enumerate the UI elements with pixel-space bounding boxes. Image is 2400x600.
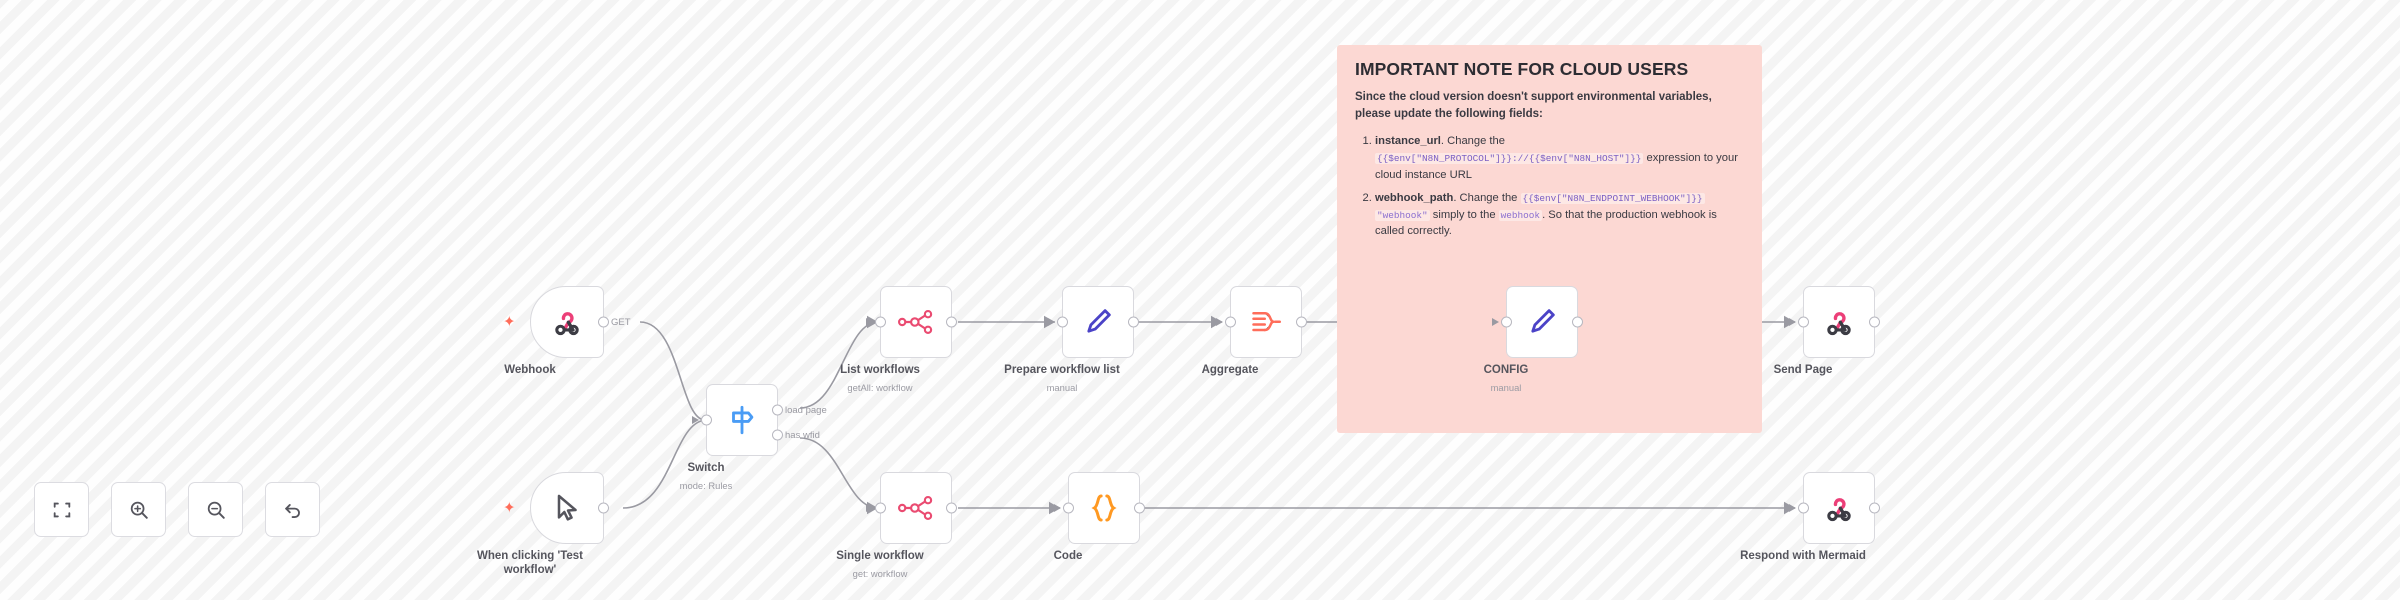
node-box[interactable] (1789, 286, 1880, 358)
input-arrow-icon (1216, 318, 1223, 326)
sticky-note-intro: Since the cloud version doesn't support … (1355, 91, 1712, 120)
node-box[interactable] (1054, 472, 1145, 544)
sticky-note[interactable]: IMPORTANT NOTE FOR CLOUD USERS Since the… (1337, 45, 1762, 433)
input-endpoint[interactable] (875, 502, 886, 514)
canvas-toolbar (34, 482, 320, 537)
input-endpoint[interactable] (1798, 316, 1809, 328)
input-endpoint[interactable] (1501, 316, 1512, 328)
output-label-load-page: load page (785, 404, 827, 416)
output-endpoint[interactable]: GET (598, 316, 631, 328)
zoom-in-icon (130, 501, 148, 519)
n8n-api-icon (898, 496, 933, 520)
sticky-note-list: instance_url. Change the {{$env["N8N_PRO… (1375, 133, 1744, 240)
zoom-to-fit-button[interactable] (34, 482, 89, 537)
node-label: List workflows (840, 364, 920, 376)
output-endpoint[interactable] (1134, 502, 1145, 514)
output-endpoint[interactable] (1869, 316, 1880, 328)
webhook-icon (1827, 498, 1851, 522)
node-subtitle: manual (1490, 382, 1522, 393)
output-endpoint[interactable] (1296, 316, 1307, 328)
node-label: Aggregate (1201, 364, 1259, 376)
text-after: . So that the production webhook is call… (1375, 208, 1717, 238)
input-arrow-icon (866, 504, 873, 512)
node-label: Webhook (504, 364, 556, 376)
node-box[interactable] (1789, 472, 1880, 544)
code-expression: {{$env["N8N_ENDPOINT_WEBHOOK"]}} (1520, 192, 1705, 204)
node-box[interactable]: load page has wfid (692, 384, 827, 456)
node-subtitle: getAll: workflow (847, 382, 913, 393)
output-label-get: GET (611, 316, 631, 328)
output-endpoint[interactable] (1128, 316, 1139, 328)
output-endpoint[interactable] (946, 502, 957, 514)
node-label: Prepare workflow list (1004, 364, 1120, 376)
node-label: Switch (687, 462, 725, 474)
input-arrow-icon (1789, 504, 1796, 512)
sticky-note-title: IMPORTANT NOTE FOR CLOUD USERS (1355, 59, 1689, 79)
n8n-api-icon (898, 310, 933, 334)
text-before: . Change the (1440, 135, 1505, 148)
fit-screen-icon (53, 502, 70, 517)
input-arrow-icon (1492, 318, 1499, 326)
code-expression: {{$env["N8N_PROTOCOL"]}}://{{$env["N8N_H… (1375, 153, 1644, 165)
cursor-icon (557, 494, 577, 521)
node-label: Code (1053, 550, 1083, 562)
node-box[interactable] (1048, 286, 1139, 358)
input-arrow-icon (692, 416, 699, 424)
zoom-out-button[interactable] (188, 482, 243, 537)
reset-zoom-button[interactable] (265, 482, 320, 537)
code-literal: "webhook" (1375, 209, 1430, 221)
field-name-webhook-path: webhook_path (1375, 191, 1454, 204)
output-endpoint[interactable] (1572, 316, 1583, 328)
output-endpoint[interactable] (946, 316, 957, 328)
list-item: webhook_path. Change the {{$env["N8N_END… (1375, 190, 1744, 240)
curly-braces-icon (1091, 494, 1117, 522)
text-after: expression to your cloud instance URL (1375, 152, 1738, 181)
node-box[interactable]: ✦ (503, 472, 609, 544)
list-item: instance_url. Change the {{$env["N8N_PRO… (1375, 133, 1744, 183)
node-box[interactable]: ✦ GET (503, 286, 631, 358)
pencil-icon (1531, 309, 1555, 333)
input-arrow-icon (1048, 318, 1055, 326)
zoom-out-icon (207, 501, 225, 519)
webhook-icon (555, 312, 579, 336)
input-endpoint[interactable] (1057, 316, 1068, 328)
signpost-icon (732, 405, 754, 435)
node-box[interactable] (866, 286, 957, 358)
input-endpoint[interactable] (701, 414, 712, 426)
input-endpoint[interactable] (1063, 502, 1074, 514)
node-label: Send Page (1773, 364, 1833, 376)
node-label: CONFIG (1483, 364, 1529, 376)
undo-arrow-icon (284, 503, 300, 518)
input-arrow-icon (1054, 504, 1061, 512)
input-endpoint[interactable] (875, 316, 886, 328)
aggregate-icon (1252, 312, 1281, 332)
input-endpoint[interactable] (1798, 502, 1809, 514)
input-arrow-icon (866, 318, 873, 326)
node-label: When clicking 'Test workflow' (476, 550, 584, 576)
output-label-has-wfid: has wfid (785, 429, 820, 441)
text-mid: simply to the (1432, 208, 1496, 221)
output-endpoint-load-page[interactable]: load page (772, 404, 827, 416)
code-webhook: webhook (1498, 209, 1543, 221)
input-endpoint[interactable] (1225, 316, 1236, 328)
node-box[interactable] (1216, 286, 1307, 358)
input-arrow-icon (1789, 318, 1796, 326)
node-subtitle: manual (1046, 382, 1078, 393)
pencil-icon (1087, 309, 1111, 333)
zoom-in-button[interactable] (111, 482, 166, 537)
output-endpoint-has-wfid[interactable]: has wfid (772, 429, 820, 441)
node-subtitle: get: workflow (852, 568, 908, 579)
webhook-icon (1827, 312, 1851, 336)
node-box[interactable] (866, 472, 957, 544)
output-endpoint[interactable] (1869, 502, 1880, 514)
node-box[interactable] (1492, 286, 1583, 358)
output-endpoint[interactable] (598, 502, 609, 514)
field-name-instance-url: instance_url (1375, 135, 1441, 148)
node-label: Single workflow (836, 550, 924, 562)
node-label: Respond with Mermaid (1740, 550, 1866, 562)
text-before: . Change the (1453, 191, 1518, 204)
trigger-bolt-icon: ✦ (503, 499, 516, 517)
trigger-bolt-icon: ✦ (503, 313, 516, 331)
node-subtitle: mode: Rules (679, 480, 733, 491)
